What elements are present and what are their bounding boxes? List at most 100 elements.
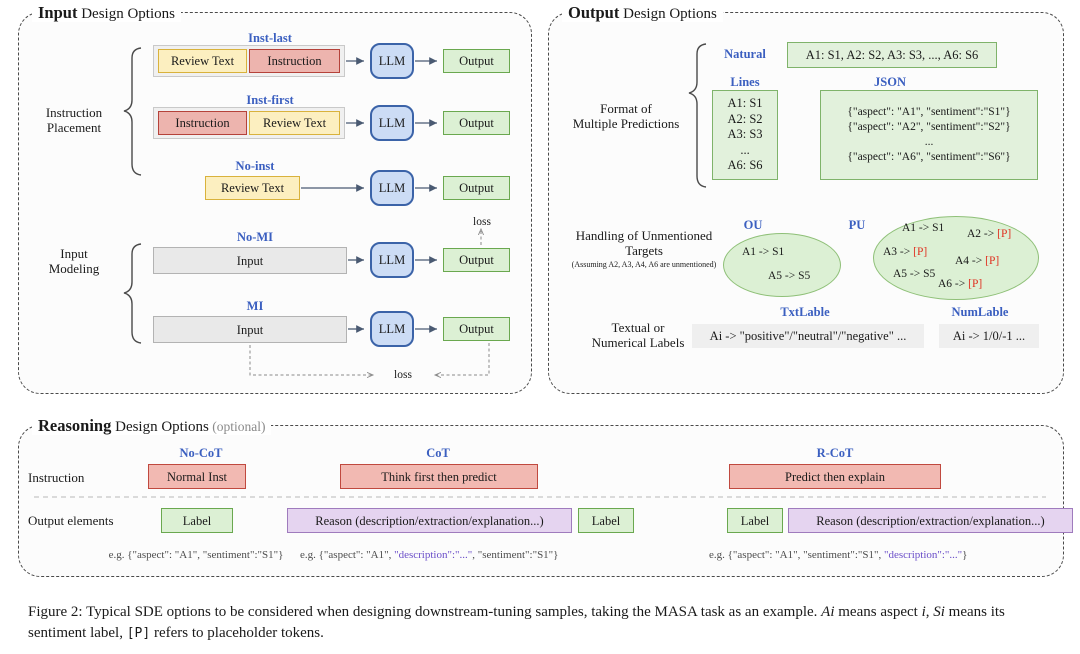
cot-reason-box[interactable]: Reason (description/extraction/explanati… bbox=[287, 508, 572, 533]
figure-caption-part5: refers to placeholder tokens. bbox=[150, 625, 324, 641]
reasoning-design-panel bbox=[18, 425, 1064, 577]
txtlable-box[interactable]: Ai -> "positive"/"neutral"/"negative" ..… bbox=[692, 324, 924, 348]
no-inst-review-text[interactable]: Review Text bbox=[205, 176, 300, 200]
reasoning-panel-title-rest: Design Options bbox=[111, 419, 209, 435]
inst-last-llm[interactable]: LLM bbox=[370, 43, 414, 79]
variant-natural: Natural bbox=[724, 47, 766, 61]
no-cot-instruction-box[interactable]: Normal Inst bbox=[148, 464, 246, 489]
no-cot-label-box[interactable]: Label bbox=[161, 508, 233, 533]
figure-caption: Figure 2: Typical SDE options to be cons… bbox=[28, 602, 1054, 644]
mi-loss-label: loss bbox=[394, 369, 412, 381]
pu-ellipse[interactable] bbox=[873, 216, 1039, 300]
inst-last-review-text[interactable]: Review Text bbox=[158, 49, 247, 73]
variant-no-mi: No-MI bbox=[236, 230, 274, 244]
lines-output-box[interactable]: A1: S1 A2: S2 A3: S3 ... A6: S6 bbox=[712, 90, 778, 180]
figure-caption-si: Si bbox=[933, 604, 945, 620]
mi-input[interactable]: Input bbox=[153, 316, 347, 343]
r-cot-example-a: e.g. {"aspect": "A1", "sentiment":"S1", bbox=[709, 549, 885, 561]
figure-caption-part3: , bbox=[925, 604, 934, 620]
numlable-box[interactable]: Ai -> 1/0/-1 ... bbox=[939, 324, 1039, 348]
pu-tail-placeholder: [P] bbox=[997, 228, 1012, 240]
no-inst-llm[interactable]: LLM bbox=[370, 170, 414, 206]
reasoning-output-elements-label: Output elements bbox=[28, 513, 114, 528]
pu-item: A3 -> [P] bbox=[883, 246, 927, 259]
cot-label-box[interactable]: Label bbox=[578, 508, 634, 533]
input-panel-title-bold: Input bbox=[38, 3, 78, 22]
pu-item: A4 -> [P] bbox=[955, 255, 999, 268]
figure-caption-label: Figure 2: bbox=[28, 604, 83, 620]
variant-no-cot: No-CoT bbox=[179, 446, 223, 460]
lines-row: A2: S2 bbox=[727, 111, 763, 126]
pu-tail-placeholder: [P] bbox=[968, 278, 983, 290]
variant-no-inst: No-inst bbox=[235, 159, 275, 173]
pu-head: A1 -> bbox=[902, 222, 933, 234]
variant-inst-first: Inst-first bbox=[246, 93, 294, 107]
variant-lines: Lines bbox=[730, 75, 760, 89]
figure-caption-ai: Ai bbox=[821, 604, 835, 620]
lines-row: A6: S6 bbox=[727, 158, 763, 173]
mi-llm[interactable]: LLM bbox=[370, 311, 414, 347]
inst-last-output[interactable]: Output bbox=[443, 49, 510, 73]
variant-numlable: NumLable bbox=[951, 305, 1009, 319]
r-cot-label-box[interactable]: Label bbox=[727, 508, 783, 533]
no-mi-input[interactable]: Input bbox=[153, 247, 347, 274]
variant-r-cot: R-CoT bbox=[816, 446, 854, 460]
inst-first-llm[interactable]: LLM bbox=[370, 105, 414, 141]
pu-item: A5 -> S5 bbox=[893, 268, 935, 281]
no-mi-output[interactable]: Output bbox=[443, 248, 510, 272]
figure-caption-i: i bbox=[921, 604, 926, 620]
ou-item: A1 -> S1 bbox=[742, 246, 785, 258]
reasoning-instruction-label: Instruction bbox=[28, 470, 85, 485]
figure-caption-part1: Typical SDE options to be considered whe… bbox=[82, 604, 822, 620]
pu-head: A4 -> bbox=[955, 255, 986, 267]
no-mi-loss-label: loss bbox=[473, 216, 491, 228]
figure-caption-placeholder-token: [P] bbox=[126, 626, 151, 641]
pu-item: A6 -> [P] bbox=[938, 278, 982, 291]
pu-head: A2 -> bbox=[967, 228, 998, 240]
input-panel-title: Input Design Options bbox=[32, 3, 181, 22]
output-panel-title-rest: Design Options bbox=[619, 6, 717, 22]
pu-head: A3 -> bbox=[883, 246, 914, 258]
inst-first-instruction[interactable]: Instruction bbox=[158, 111, 247, 135]
pu-head: A6 -> bbox=[938, 278, 969, 290]
pu-tail: S1 bbox=[932, 222, 945, 234]
json-row: ... bbox=[924, 136, 934, 148]
no-mi-llm[interactable]: LLM bbox=[370, 242, 414, 278]
natural-output-box[interactable]: A1: S1, A2: S2, A3: S3, ..., A6: S6 bbox=[787, 42, 997, 68]
figure-caption-part4: means its sentiment label, bbox=[28, 604, 1005, 641]
no-cot-example: e.g. {"aspect": "A1", "sentiment":"S1"} bbox=[108, 549, 284, 561]
json-output-box[interactable]: {"aspect": "A1", "sentiment":"S1"} {"asp… bbox=[820, 90, 1038, 180]
ou-item: A5 -> S5 bbox=[768, 270, 811, 282]
inst-first-review-text[interactable]: Review Text bbox=[249, 111, 340, 135]
r-cot-example-description: "description":"..." bbox=[884, 549, 963, 561]
r-cot-instruction-box[interactable]: Predict then explain bbox=[729, 464, 941, 489]
lines-row: A3: S3 bbox=[727, 127, 763, 142]
variant-inst-last: Inst-last bbox=[248, 31, 292, 45]
cot-instruction-box[interactable]: Think first then predict bbox=[340, 464, 538, 489]
reasoning-panel-title-bold: Reasoning bbox=[38, 416, 112, 435]
unmentioned-targets-sublabel: (Assuming A2, A3, A4, A6 are unmentioned… bbox=[571, 260, 717, 269]
cot-example-b: , "sentiment":"S1"} bbox=[472, 549, 559, 561]
variant-cot: CoT bbox=[426, 446, 450, 460]
ou-ellipse[interactable] bbox=[723, 233, 841, 297]
cot-example-a: e.g. {"aspect": "A1", bbox=[300, 549, 395, 561]
output-panel-title-bold: Output bbox=[568, 3, 620, 22]
variant-pu: PU bbox=[848, 218, 866, 232]
r-cot-reason-box[interactable]: Reason (description/extraction/explanati… bbox=[788, 508, 1073, 533]
inst-last-instruction[interactable]: Instruction bbox=[249, 49, 340, 73]
output-panel-title: Output Design Options bbox=[562, 3, 723, 22]
mi-output[interactable]: Output bbox=[443, 317, 510, 341]
no-inst-output[interactable]: Output bbox=[443, 176, 510, 200]
json-row: {"aspect": "A2", "sentiment":"S2"} bbox=[847, 121, 1011, 133]
pu-tail-placeholder: [P] bbox=[913, 246, 928, 258]
reasoning-panel-title-optional: (optional) bbox=[208, 419, 266, 434]
inst-first-output[interactable]: Output bbox=[443, 111, 510, 135]
variant-json: JSON bbox=[874, 75, 906, 89]
variant-mi: MI bbox=[246, 299, 264, 313]
pu-tail: S5 bbox=[923, 268, 936, 280]
figure-caption-part2: means aspect bbox=[834, 604, 922, 620]
